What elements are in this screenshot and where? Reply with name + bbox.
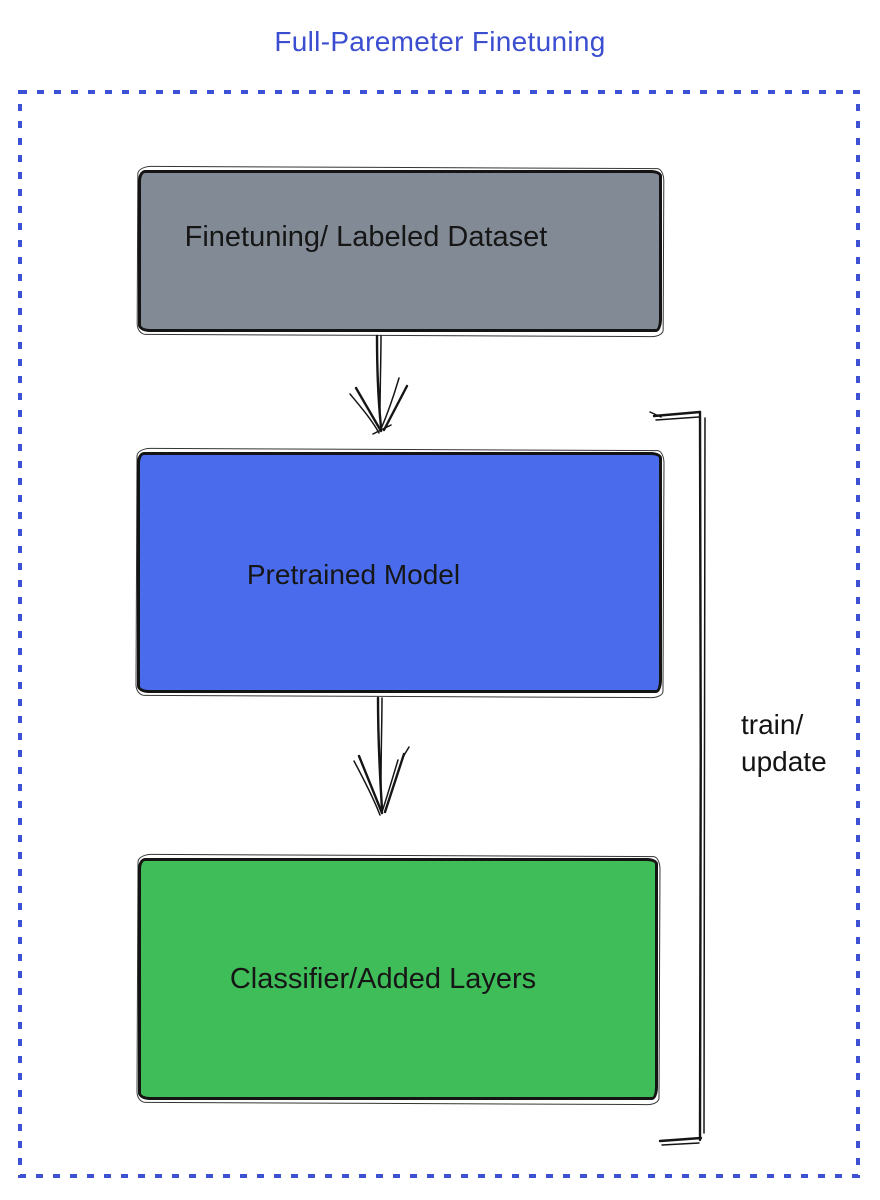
arrow-dataset-to-model — [349, 334, 409, 435]
classifier-box-label: Classifier/Added Layers — [229, 962, 537, 995]
arrow-model-to-classifier — [353, 696, 410, 816]
dataset-box: Finetuning/ Labeled Dataset — [138, 170, 662, 332]
dataset-box-label: Finetuning/ Labeled Dataset — [184, 220, 548, 253]
pretrained-model-box-label: Pretrained Model — [246, 558, 461, 590]
train-update-label-line2: update — [741, 746, 827, 777]
train-update-label-line1: train/ — [741, 709, 804, 740]
dashed-boundary — [18, 90, 860, 1178]
train-update-bracket — [649, 410, 706, 1146]
train-update-label: train/ update — [741, 706, 827, 780]
diagram-title: Full-Paremeter Finetuning — [274, 26, 606, 57]
pretrained-model-box: Pretrained Model — [137, 452, 662, 693]
classifier-box: Classifier/Added Layers — [138, 858, 658, 1100]
